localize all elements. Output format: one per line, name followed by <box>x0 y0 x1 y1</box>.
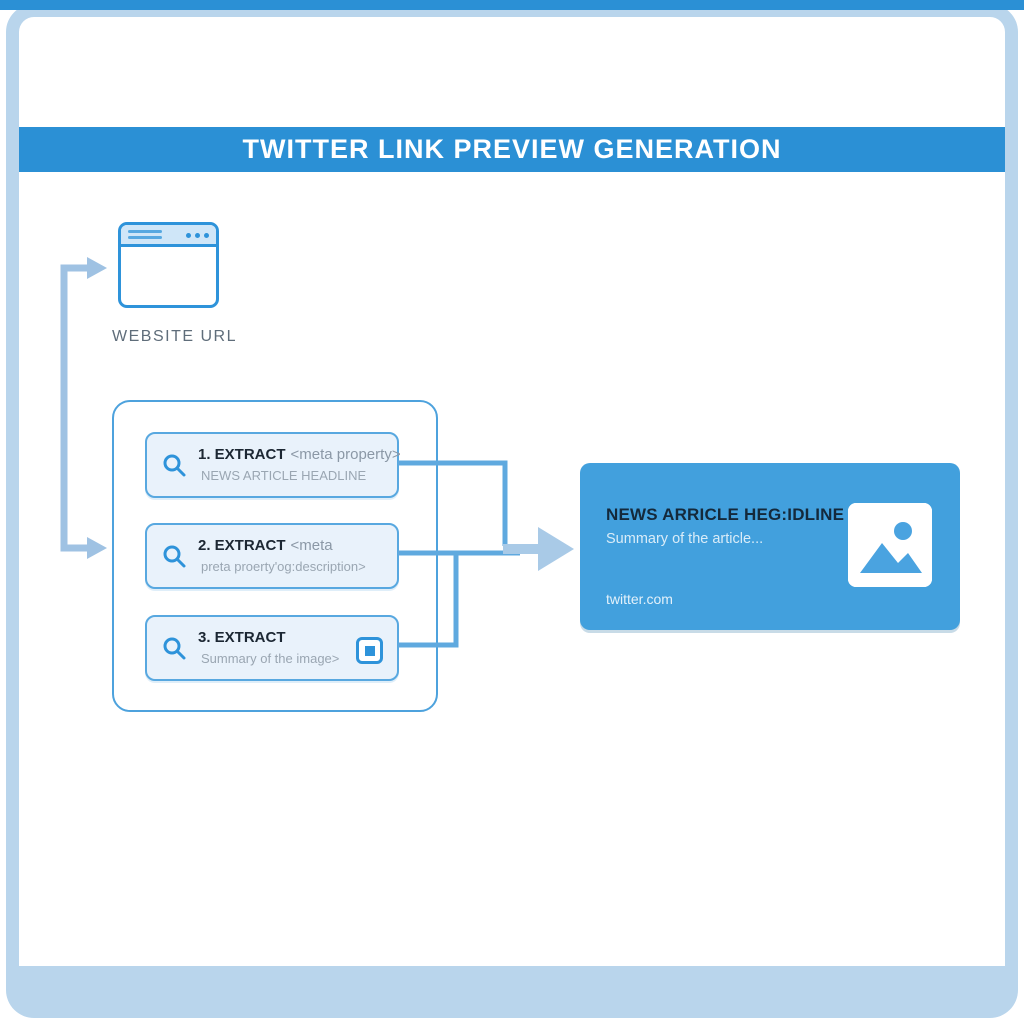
page-title: TWITTER LINK PREVIEW GENERATION <box>242 134 782 164</box>
extract-step-2: 2. EXTRACT<meta preta proerty'og:descrip… <box>145 523 399 589</box>
card-headline: NEWS ARRICLE HEG:IDLINE <box>606 505 845 524</box>
browser-window-icon <box>118 222 219 308</box>
twitter-preview-card: NEWS ARRICLE HEG:IDLINE Summary of the a… <box>580 463 960 630</box>
extract-step-3: 3. EXTRACT Summary of the image> <box>145 615 399 681</box>
step-2-label: 2. EXTRACT <box>198 537 286 554</box>
website-url-label: WEBSITE URL <box>112 328 237 345</box>
toolbar-dots-icon <box>186 233 209 238</box>
arrow-to-website-icon <box>87 257 107 279</box>
arrow-to-card-icon <box>538 527 574 571</box>
toolbar-lines-icon <box>128 230 162 239</box>
step-2-code: <meta <box>290 537 333 554</box>
extract-step-1: 1. EXTRACT<meta property> NEWS ARTICLE H… <box>145 432 401 498</box>
card-domain: twitter.com <box>606 591 673 607</box>
search-icon <box>163 637 186 660</box>
step-1-code: <meta property> <box>290 446 401 463</box>
step-3-detail: Summary of the image> <box>201 650 340 666</box>
step-3-label: 3. EXTRACT <box>198 629 286 646</box>
browser-toolbar <box>121 225 216 247</box>
search-icon <box>163 545 186 568</box>
step-1-detail: NEWS ARTICLE HEADLINE <box>201 467 367 483</box>
image-placeholder-icon <box>356 637 383 664</box>
card-summary: Summary of the article... <box>606 531 764 547</box>
top-accent-strip <box>0 0 1024 10</box>
step-2-detail: preta proerty'og:description> <box>201 558 366 574</box>
step-1-label: 1. EXTRACT <box>198 446 286 463</box>
header-bar: TWITTER LINK PREVIEW GENERATION <box>14 127 1010 172</box>
arrow-to-pipeline-icon <box>87 537 107 559</box>
card-photo-placeholder-icon <box>848 503 932 587</box>
search-icon <box>163 454 186 477</box>
extraction-pipeline-box: 1. EXTRACT<meta property> NEWS ARTICLE H… <box>112 400 438 712</box>
